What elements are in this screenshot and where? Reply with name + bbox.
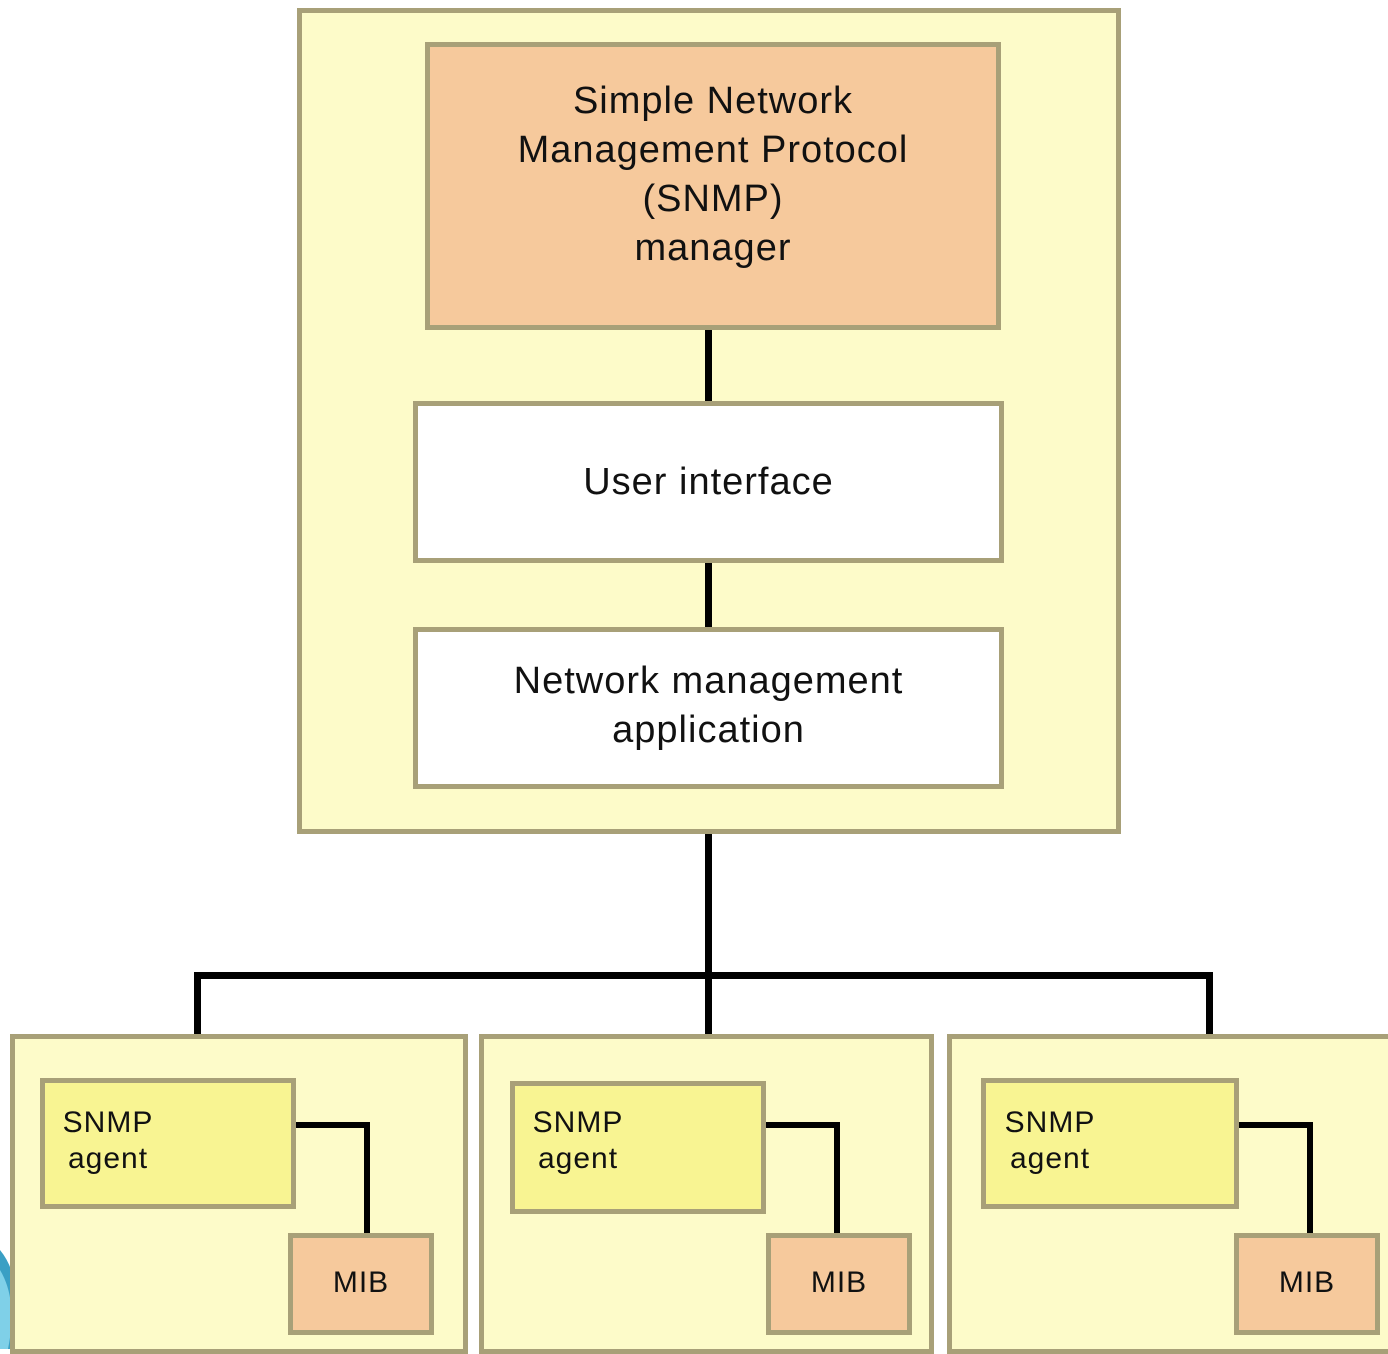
connector-trunk (705, 834, 712, 1044)
snmp-manager-label: Simple Network Management Protocol (SNMP… (517, 80, 909, 269)
connector-agent-mib-2-h (766, 1122, 840, 1128)
snmp-agent-label-1: SNMP agent (62, 1106, 154, 1175)
mib-label-3: MIB (1278, 1266, 1336, 1299)
snmp-agent-label-3: SNMP agent (1004, 1106, 1096, 1175)
mib-box-2: MIB (766, 1233, 912, 1335)
connector-agent-mib-3-h (1239, 1122, 1313, 1128)
connector-agent-mib-1-v (364, 1122, 370, 1235)
snmp-manager-box: Simple Network Management Protocol (SNMP… (425, 42, 1001, 330)
snmp-agent-box-2: SNMP agent (510, 1081, 766, 1214)
connector-drop-right (1206, 972, 1213, 1036)
mib-box-1: MIB (288, 1233, 434, 1335)
connector-drop-left (194, 972, 201, 1036)
snmp-agent-box-3: SNMP agent (981, 1078, 1239, 1209)
connector-ui-app (705, 563, 712, 629)
mib-label-2: MIB (810, 1266, 868, 1299)
connector-bus (194, 972, 1213, 979)
network-management-app-box: Network management application (413, 627, 1004, 789)
connector-manager-ui (705, 330, 712, 403)
connector-agent-mib-2-v (834, 1122, 840, 1235)
connector-agent-mib-1-h (296, 1122, 370, 1128)
mib-box-3: MIB (1234, 1233, 1380, 1335)
mib-label-1: MIB (332, 1266, 390, 1299)
snmp-agent-label-2: SNMP agent (532, 1106, 624, 1175)
user-interface-label: User interface (583, 461, 834, 503)
connector-agent-mib-3-v (1307, 1122, 1313, 1235)
user-interface-box: User interface (413, 401, 1004, 563)
network-management-app-label: Network management application (513, 660, 904, 751)
snmp-agent-box-1: SNMP agent (40, 1078, 296, 1209)
